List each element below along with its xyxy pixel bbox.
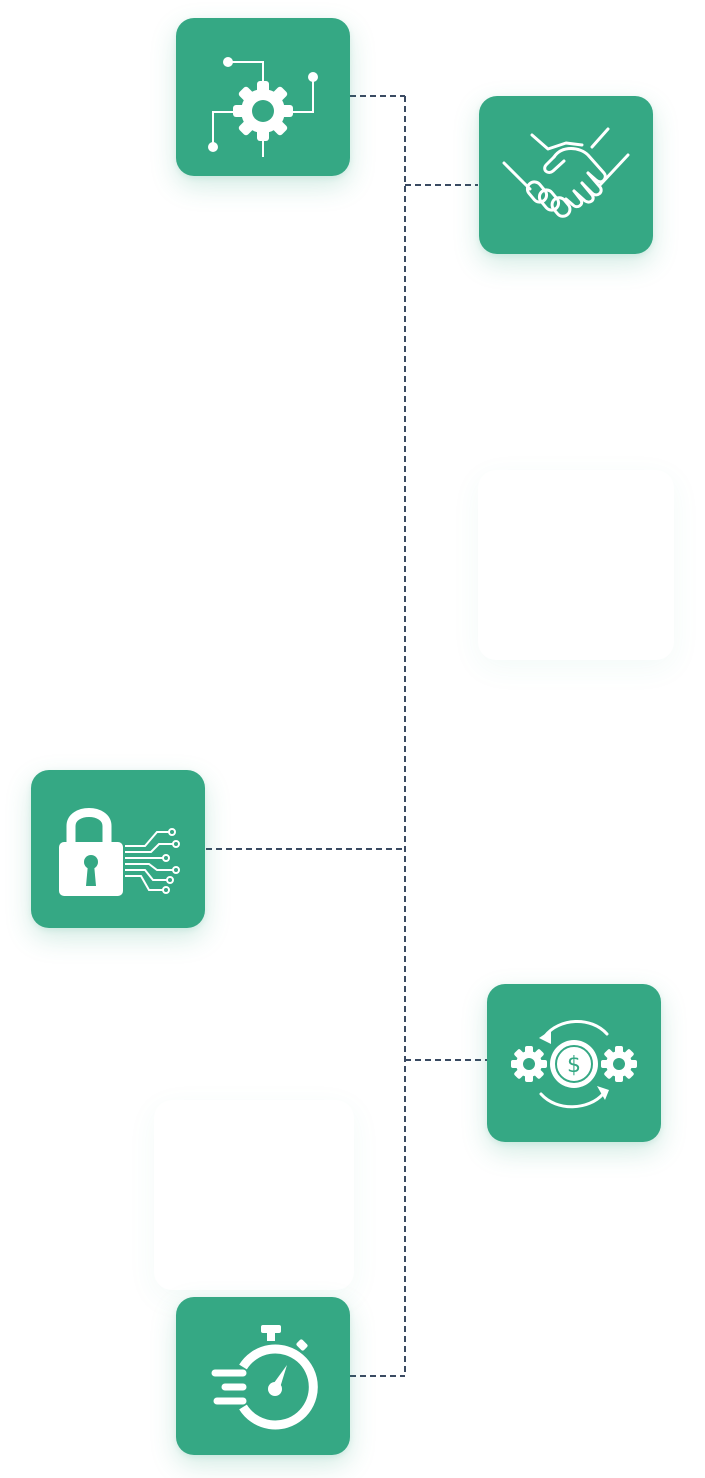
empty-card-right (478, 470, 674, 660)
handshake-icon (502, 127, 630, 218)
partnership-tile[interactable] (479, 96, 653, 254)
svg-text:$: $ (567, 1053, 581, 1078)
finance-tile[interactable]: $ (487, 984, 661, 1142)
dollar-gears-cycle-icon: $ (511, 1020, 637, 1109)
empty-card-left (154, 1100, 354, 1290)
stopwatch-speed-icon (211, 1325, 318, 1430)
padlock-circuit-icon (59, 808, 180, 896)
automation-tile[interactable] (176, 18, 350, 176)
security-tile[interactable] (31, 770, 205, 928)
speed-tile[interactable] (176, 1297, 350, 1455)
gear-circuit-icon (208, 57, 318, 157)
